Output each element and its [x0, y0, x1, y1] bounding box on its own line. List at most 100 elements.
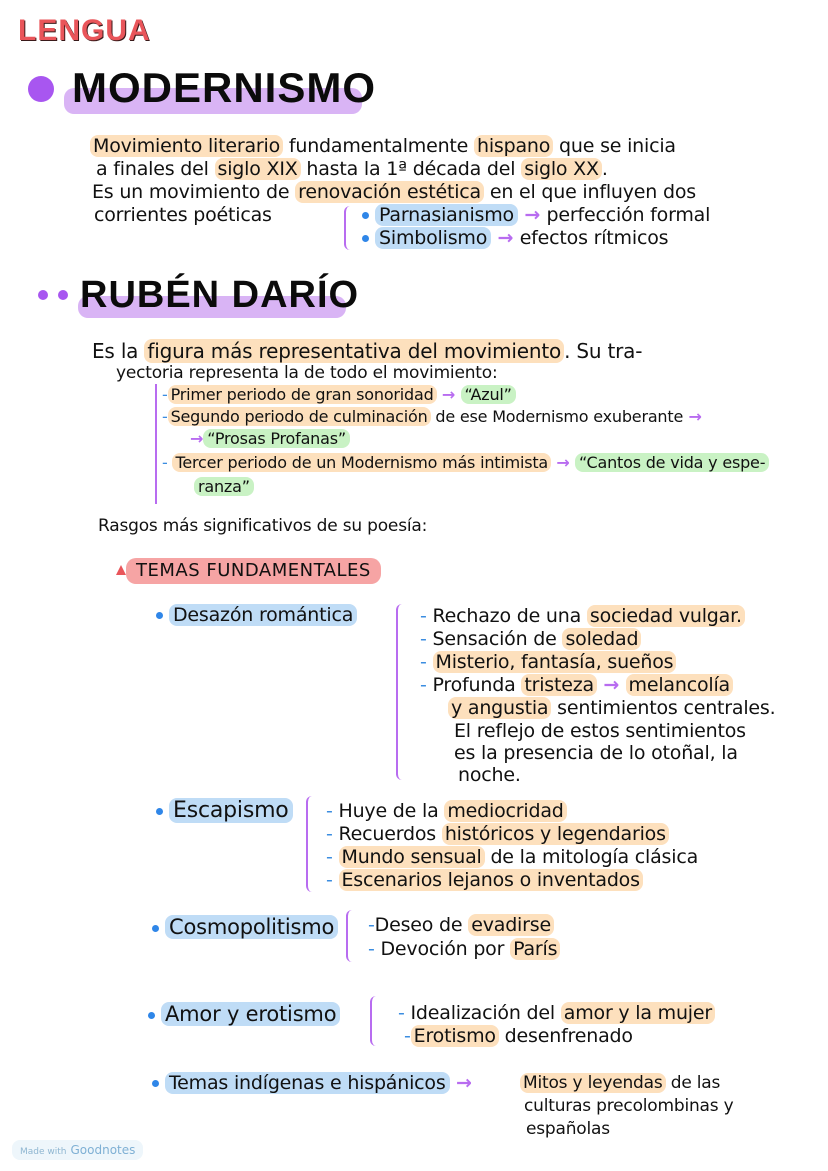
work-title: “Azul”: [460, 385, 516, 404]
text: de la mitología clásica: [484, 846, 699, 868]
highlight-text: tristeza: [521, 674, 597, 696]
heading-bullet-icon: [28, 76, 54, 102]
paragraph-line: Es la figura más representativa del movi…: [92, 339, 642, 363]
dash-icon: -: [162, 453, 173, 472]
text: a finales del: [96, 158, 215, 180]
dash-icon: -: [368, 914, 375, 936]
dash-icon: -: [398, 1002, 411, 1024]
highlight-text: Mundo sensual: [338, 846, 485, 868]
bullet-icon: [362, 212, 369, 219]
text: Deseo de: [374, 914, 469, 936]
text: Idealización del: [410, 1002, 561, 1024]
period-item: -Segundo periodo de culminación de ese M…: [162, 406, 702, 428]
text: Sensación de: [432, 628, 563, 650]
tema-result: Mitos y leyendas de las: [520, 1072, 720, 1094]
tema-item: - Misterio, fantasía, sueños: [420, 651, 677, 673]
text: hasta la 1ª década del: [300, 158, 522, 180]
arrow-icon: →: [449, 1072, 472, 1094]
current-item: Parnasianismo → perfección formal: [362, 204, 710, 226]
rasgos-label: Rasgos más significativos de su poesía:: [98, 516, 428, 536]
bullet-icon: [156, 612, 163, 619]
tema-result: culturas precolombinas y: [524, 1096, 734, 1116]
brace-icon: [344, 206, 354, 250]
tema-name: Temas indígenas e hispánicos: [165, 1072, 450, 1094]
highlight-text: soledad: [562, 628, 642, 650]
current-name: Parnasianismo: [375, 204, 518, 226]
paragraph-line: Es un movimiento de renovación estética …: [92, 181, 696, 203]
highlight-text: Mitos y leyendas: [520, 1073, 666, 1093]
current-name: Simbolismo: [375, 227, 492, 249]
period-text: Tercer periodo de un Modernismo más inti…: [172, 453, 552, 472]
text: de las: [665, 1073, 721, 1093]
brace-icon: [306, 796, 316, 892]
text: Profunda: [432, 674, 522, 696]
period-text: Segundo periodo de culminación: [167, 407, 431, 426]
text: en el que influyen dos: [483, 181, 696, 203]
bullet-icon: [152, 924, 159, 932]
dash-icon: -: [368, 938, 381, 960]
tema-item: - Huye de la mediocridad: [326, 800, 567, 822]
highlight-text: París: [510, 938, 561, 960]
highlight-text: figura más representativa del movimiento: [144, 339, 565, 363]
tema-item: - Sensación de soledad: [420, 628, 642, 650]
arrow-icon: →: [436, 385, 461, 404]
brand-label: Goodnotes: [70, 1143, 136, 1157]
tema-item: -Erotismo desenfrenado: [404, 1025, 633, 1047]
dash-icon: -: [404, 1025, 411, 1047]
text: Devoción por: [380, 938, 511, 960]
subject-title: LENGUA: [18, 14, 151, 47]
work-title: “Prosas Profanas”: [203, 429, 350, 448]
highlight-text: históricos y legendarios: [441, 823, 669, 845]
text: que se inicia: [553, 135, 676, 157]
text: desenfrenado: [498, 1025, 633, 1047]
period-item: -Primer periodo de gran sonoridad → “Azu…: [162, 384, 516, 406]
tema-label: Desazón romántica: [156, 604, 358, 626]
dash-icon: -: [420, 674, 433, 696]
tema-continuation: El reflejo de estos sentimientos: [454, 720, 746, 742]
dash-icon: -: [420, 605, 433, 627]
highlight-text: melancolía: [625, 674, 733, 696]
current-item: Simbolismo → efectos rítmicos: [362, 227, 669, 249]
tema-item: - Recuerdos históricos y legendarios: [326, 823, 669, 845]
tema-item: - Rechazo de una sociedad vulgar.: [420, 605, 745, 627]
tema-label: Temas indígenas e hispánicos →: [152, 1072, 472, 1094]
tema-result: españolas: [526, 1119, 610, 1139]
text: Huye de la: [338, 800, 445, 822]
highlight-text: Misterio, fantasía, sueños: [432, 651, 677, 673]
arrow-icon: →: [491, 227, 520, 249]
heading-bullet-icon: [38, 290, 48, 300]
tema-item: - Mundo sensual de la mitología clásica: [326, 846, 698, 868]
text: de ese Modernismo exuberante: [430, 407, 684, 426]
arrow-icon: →: [551, 453, 575, 472]
text: Rechazo de una: [432, 605, 587, 627]
bullet-icon: [156, 807, 163, 815]
text: Recuerdos: [338, 823, 442, 845]
highlight-text: y angustia: [448, 697, 552, 719]
tema-continuation: es la presencia de lo otoñal, la: [454, 742, 738, 764]
bullet-icon: [148, 1011, 155, 1019]
paragraph-line: Movimiento literario fundamentalmente hi…: [90, 135, 676, 157]
dash-icon: -: [162, 407, 168, 426]
highlight-text: Erotismo: [410, 1025, 499, 1047]
highlight-text: evadirse: [468, 914, 554, 936]
dash-icon: -: [326, 869, 339, 891]
dash-icon: -: [326, 800, 339, 822]
heading-bullet-icon: [58, 290, 68, 300]
tema-name: Amor y erotismo: [161, 1002, 341, 1026]
tema-label: Cosmopolitismo: [152, 915, 339, 939]
tema-label: Amor y erotismo: [148, 1002, 341, 1026]
heading-highlight: [78, 296, 346, 318]
tema-name: Desazón romántica: [169, 604, 358, 626]
tema-item: - Idealización del amor y la mujer: [398, 1002, 715, 1024]
tema-item: - Profunda tristeza → melancolía: [420, 674, 733, 696]
dash-icon: -: [326, 846, 339, 868]
work-title: ranza”: [194, 477, 254, 496]
highlight-text: Escenarios lejanos o inventados: [338, 869, 643, 891]
current-result: perfección formal: [546, 204, 711, 226]
text: Es un movimiento de: [92, 181, 296, 203]
paragraph-line: a finales del siglo XIX hasta la 1ª déca…: [96, 158, 608, 180]
period-work: →“Prosas Profanas”: [190, 428, 350, 450]
section-title-modernismo: MODERNISMO: [72, 64, 376, 111]
arrow-icon: →: [596, 674, 626, 696]
subsection-title-temas: TEMAS FUNDAMENTALES: [126, 558, 381, 584]
